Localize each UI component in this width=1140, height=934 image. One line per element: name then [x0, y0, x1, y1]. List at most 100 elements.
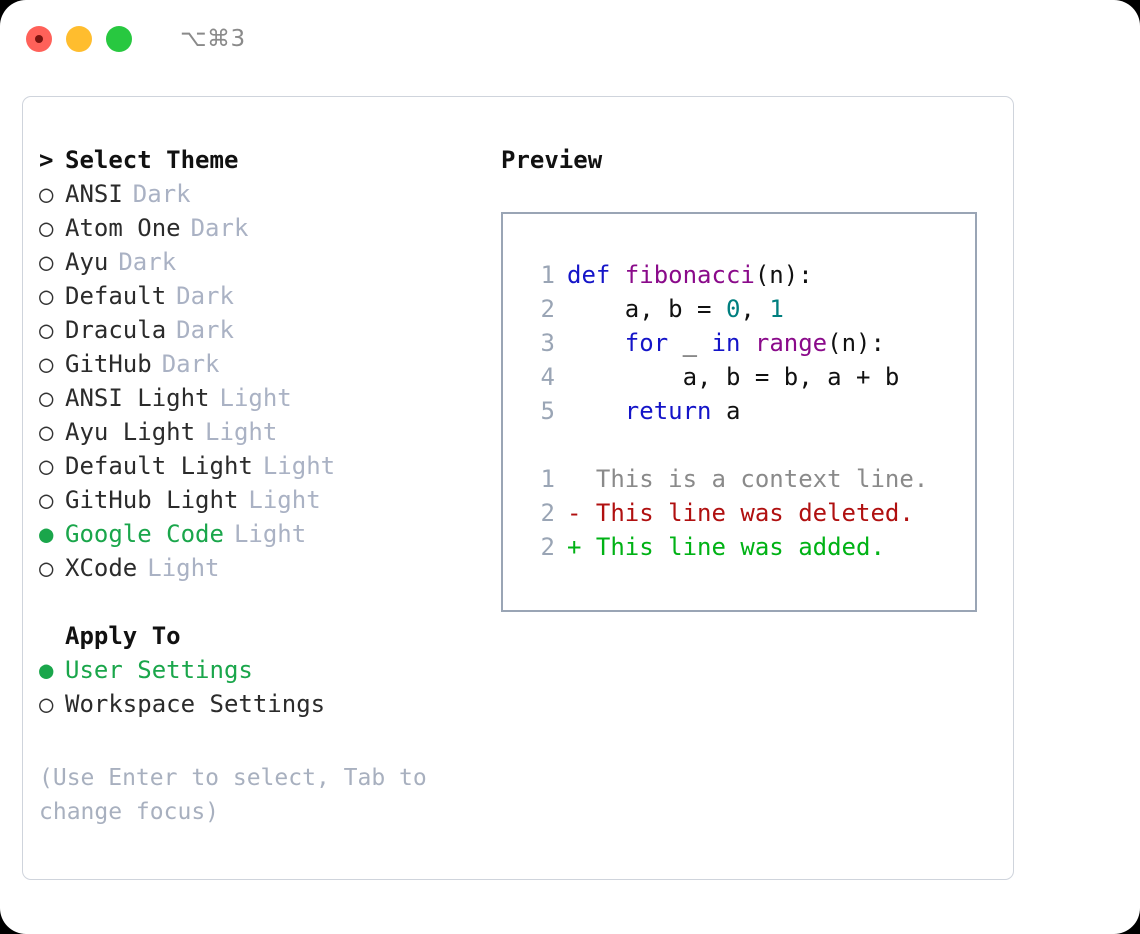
apply-to-list: ●User Settings ○ Workspace Settings [39, 653, 479, 721]
diff-text: This is a context line. [581, 465, 929, 493]
radio-unselected-icon: ○ [39, 282, 54, 310]
theme-list-item[interactable]: ○ Ayu Dark [39, 245, 479, 279]
code-token-kw: return [624, 397, 712, 425]
theme-list-item[interactable]: ○ Default Dark [39, 279, 479, 313]
minimize-button[interactable] [66, 26, 92, 52]
diff-text: This line was deleted. [581, 499, 914, 527]
theme-list-item[interactable]: ○ Atom One Dark [39, 211, 479, 245]
code-line: 5 return a [521, 394, 975, 428]
code-token-txt [567, 397, 625, 425]
theme-name: Dracula [65, 316, 167, 344]
code-token-kw: in [711, 329, 741, 357]
theme-name: Ayu [65, 248, 109, 276]
code-token-punc: (n): [827, 329, 885, 357]
diff-sign: + [567, 533, 582, 561]
code-line: 2 a, b = 0, 1 [521, 292, 975, 326]
diff-sign [567, 462, 581, 496]
preview-title: Preview [501, 146, 603, 174]
theme-variant-tag: Light [262, 452, 336, 480]
theme-name: ANSI [65, 180, 123, 208]
radio-unselected-icon: ○ [39, 214, 54, 242]
theme-name: Google Code [65, 520, 224, 548]
theme-variant-tag: Dark [190, 214, 249, 242]
apply-to-option[interactable]: ●User Settings [39, 653, 479, 687]
keyboard-hint: (Use Enter to select, Tab to change focu… [39, 765, 441, 825]
code-token-punc: (n): [754, 261, 813, 289]
code-text: for _ in range(n): [567, 326, 885, 360]
theme-variant-tag: Light [147, 554, 220, 582]
code-token-txt: a, b = b, a + b [567, 363, 900, 391]
code-token-num: 1 [769, 295, 784, 323]
radio-unselected-icon: ○ [39, 452, 54, 480]
code-token-txt: , [740, 295, 770, 323]
theme-variant-tag: Light [205, 418, 278, 446]
radio-unselected-icon: ○ [39, 180, 54, 208]
line-number: 2 [540, 533, 555, 561]
line-number: 1 [540, 465, 555, 493]
diff-line: 1 This is a context line. [521, 462, 975, 496]
theme-name: Default Light [65, 452, 253, 480]
code-token-txt [567, 329, 625, 357]
theme-name: Ayu Light [65, 418, 196, 446]
code-token-fn: fibonacci [624, 261, 755, 289]
theme-variant-tag: Dark [118, 248, 177, 276]
apply-to-label: User Settings [65, 656, 253, 684]
radio-unselected-icon: ○ [39, 316, 54, 344]
apply-to-indent [39, 619, 65, 653]
page-title: Select Theme [65, 146, 239, 174]
theme-name: Atom One [65, 214, 181, 242]
radio-unselected-icon: ○ [39, 418, 54, 446]
line-number: 1 [540, 261, 555, 289]
list-spacer [39, 585, 479, 619]
code-token-num: 0 [725, 295, 741, 323]
diff-line: 2- This line was deleted. [521, 496, 975, 530]
theme-list-item[interactable]: ○ Ayu Light Light [39, 415, 479, 449]
select-theme-heading: > Select Theme [39, 143, 479, 177]
code-line: 4 a, b = b, a + b [521, 360, 975, 394]
line-number: 4 [540, 363, 555, 391]
caret-icon: > [39, 146, 54, 174]
code-text: def fibonacci(n): [567, 258, 813, 292]
theme-variant-tag: Light [219, 384, 292, 412]
theme-variant-tag: Dark [176, 282, 234, 310]
theme-variant-tag: Dark [176, 316, 234, 344]
code-line: 1 def fibonacci(n): [521, 258, 975, 292]
radio-unselected-icon: ○ [39, 350, 54, 378]
radio-unselected-icon: ○ [39, 554, 54, 582]
theme-variant-tag: Dark [132, 180, 191, 208]
diff-line: 2 + This line was added. [521, 530, 975, 564]
code-token-txt [740, 329, 754, 357]
radio-unselected-icon: ○ [39, 690, 54, 718]
keyboard-shortcut-label: ⌥⌘3 [180, 26, 246, 52]
close-button[interactable] [26, 26, 52, 52]
line-number: 5 [540, 397, 555, 425]
line-number: 3 [540, 329, 555, 357]
theme-name: ANSI Light [65, 384, 210, 412]
code-text: a, b = b, a + b [567, 360, 900, 394]
theme-name: Default [65, 282, 167, 310]
code-line: 3 for _ in range(n): [521, 326, 975, 360]
radio-unselected-icon: ○ [39, 248, 54, 276]
maximize-button[interactable] [106, 26, 132, 52]
radio-unselected-icon: ○ [39, 486, 54, 514]
line-number: 2 [540, 499, 555, 527]
apply-to-option[interactable]: ○ Workspace Settings [39, 687, 479, 721]
code-token-txt: _ [668, 329, 712, 357]
apply-to-title: Apply To [65, 622, 181, 650]
theme-list-item[interactable]: ○ ANSI Dark [39, 177, 479, 211]
theme-list-item[interactable]: ○ Default Light Light [39, 449, 479, 483]
apply-to-label: Workspace Settings [65, 690, 326, 718]
code-token-txt: a [711, 397, 741, 425]
theme-list-item[interactable]: ○ Dracula Dark [39, 313, 479, 347]
code-token-kw: def [567, 261, 625, 289]
diff-text: This line was added. [581, 533, 885, 561]
